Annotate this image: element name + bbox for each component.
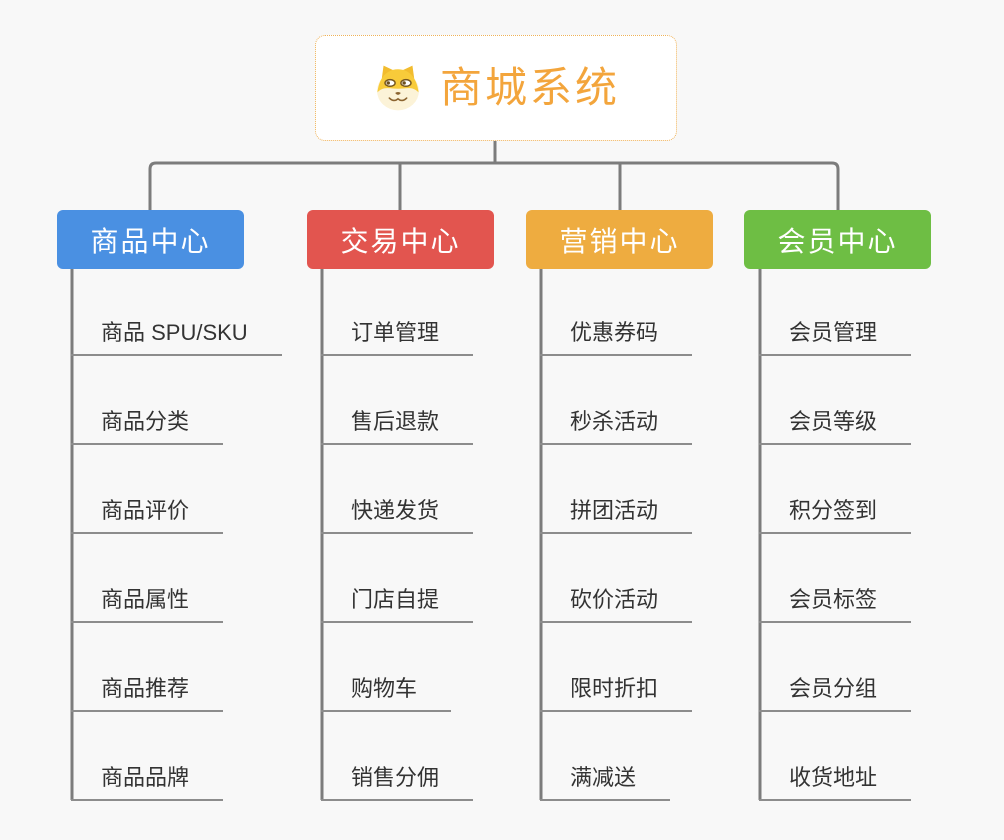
leaf-node-label: 商品推荐 [71,676,224,712]
leaf-node[interactable]: 拼团活动 [540,498,693,534]
leaf-node[interactable]: 砍价活动 [540,587,693,623]
leaf-node-label: 商品分类 [71,409,224,445]
leaf-node-label: 限时折扣 [540,676,693,712]
leaf-node-label: 售后退款 [321,409,474,445]
leaf-node-label: 秒杀活动 [540,409,693,445]
leaf-node-label: 销售分佣 [321,765,474,801]
leaf-node[interactable]: 优惠券码 [540,320,693,356]
leaf-node[interactable]: 积分签到 [759,498,912,534]
leaf-node-label: 会员标签 [759,587,912,623]
leaf-node[interactable]: 商品品牌 [71,765,224,801]
leaf-node-label: 购物车 [321,676,452,712]
branch-node-trade-center[interactable]: 交易中心 [307,210,494,269]
branch-rail-line [148,161,840,212]
leaf-node-label: 收货地址 [759,765,912,801]
leaf-node[interactable]: 商品推荐 [71,676,224,712]
leaf-node-label: 订单管理 [321,320,474,356]
leaf-node-label: 会员等级 [759,409,912,445]
leaf-node[interactable]: 商品分类 [71,409,224,445]
root-title: 商城系统 [439,64,620,111]
leaf-node-label: 会员分组 [759,676,912,712]
leaf-node-label: 商品评价 [71,498,224,534]
root-node[interactable]: 商城系统 [315,35,677,141]
leaf-node-label: 快递发货 [321,498,474,534]
leaf-node[interactable]: 秒杀活动 [540,409,693,445]
leaf-node[interactable]: 商品评价 [71,498,224,534]
leaf-node[interactable]: 收货地址 [759,765,912,801]
leaf-node-label: 砍价活动 [540,587,693,623]
leaf-node[interactable]: 售后退款 [321,409,474,445]
leaf-node-label: 门店自提 [321,587,474,623]
leaf-node-label: 商品 SPU/SKU [71,320,282,356]
leaf-node[interactable]: 会员标签 [759,587,912,623]
leaf-node[interactable]: 商品 SPU/SKU [71,320,282,356]
leaf-node[interactable]: 销售分佣 [321,765,474,801]
branch-node-product-center[interactable]: 商品中心 [57,210,244,269]
leaf-node-label: 拼团活动 [540,498,693,534]
leaf-node[interactable]: 会员管理 [759,320,912,356]
leaf-node-label: 商品属性 [71,587,224,623]
leaf-node[interactable]: 商品属性 [71,587,224,623]
branch-node-marketing-center[interactable]: 营销中心 [526,210,713,269]
leaf-node[interactable]: 购物车 [321,676,452,712]
leaf-node-label: 满减送 [540,765,671,801]
leaf-node-label: 积分签到 [759,498,912,534]
leaf-node[interactable]: 快递发货 [321,498,474,534]
leaf-node[interactable]: 门店自提 [321,587,474,623]
doge-icon [377,65,419,111]
leaf-node[interactable]: 会员等级 [759,409,912,445]
leaf-node[interactable]: 满减送 [540,765,671,801]
leaf-node[interactable]: 会员分组 [759,676,912,712]
leaf-node[interactable]: 订单管理 [321,320,474,356]
leaf-node[interactable]: 限时折扣 [540,676,693,712]
leaf-node-label: 会员管理 [759,320,912,356]
leaf-node-label: 优惠券码 [540,320,693,356]
leaf-node-label: 商品品牌 [71,765,224,801]
branch-node-member-center[interactable]: 会员中心 [744,210,931,269]
